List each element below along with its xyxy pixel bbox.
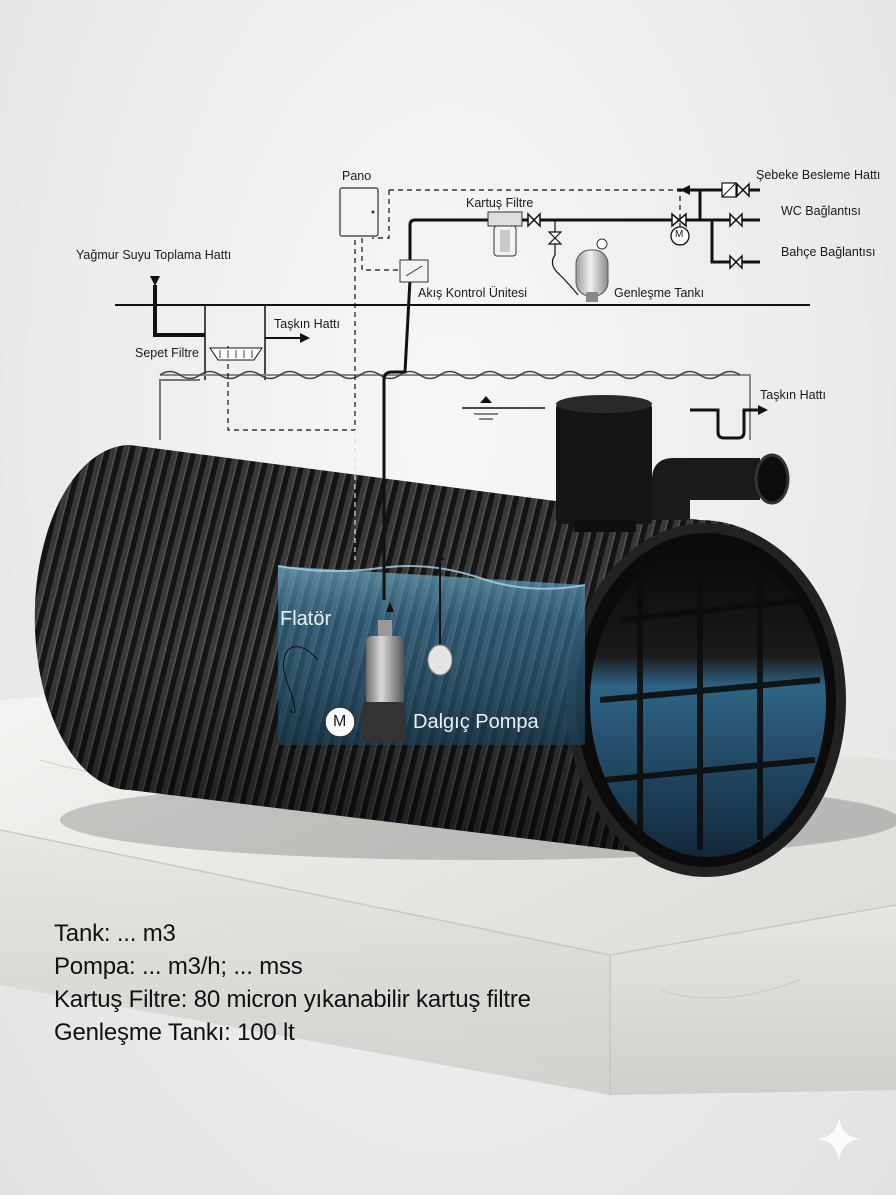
motor-letter-left: M bbox=[333, 713, 347, 730]
label-wc: WC Bağlantısı bbox=[781, 204, 861, 218]
label-sepet: Sepet Filtre bbox=[135, 346, 199, 360]
submersible-pump-icon bbox=[362, 620, 406, 742]
pressure-gauge-icon bbox=[596, 238, 608, 250]
spec-filtre: Kartuş Filtre: 80 micron yıkanabilir kar… bbox=[54, 986, 531, 1013]
valve-icon bbox=[527, 182, 750, 270]
label-pano: Pano bbox=[342, 169, 372, 183]
flow-control-unit bbox=[399, 259, 429, 283]
sparkle-icon bbox=[817, 1117, 861, 1161]
label-genlesme: Genleşme Tankı bbox=[614, 286, 705, 300]
label-sebeke: Şebeke Besleme Hattı bbox=[756, 168, 881, 182]
spec-tank: Tank: ... m3 bbox=[54, 920, 176, 947]
label-yagmur: Yağmur Suyu Toplama Hattı bbox=[76, 248, 232, 262]
motor-icon bbox=[670, 212, 690, 246]
label-taskin-2: Taşkın Hattı bbox=[760, 388, 826, 402]
label-taskin-1: Taşkın Hattı bbox=[274, 317, 340, 331]
cartridge-filter-icon bbox=[487, 211, 523, 257]
schematic-lines bbox=[115, 185, 810, 713]
label-akis: Akış Kontrol Ünitesi bbox=[418, 286, 528, 300]
label-kartus-filtre: Kartuş Filtre bbox=[466, 196, 534, 210]
label-dalgic: Dalgıç Pompa bbox=[413, 711, 539, 733]
electric-panel-icon bbox=[339, 187, 379, 237]
basket-filter-icon bbox=[209, 347, 263, 361]
motor-letter-right: M bbox=[675, 229, 684, 240]
float-switch-icon bbox=[427, 644, 453, 676]
rainwater-tank bbox=[34, 395, 896, 877]
expansion-tank-icon bbox=[575, 249, 609, 302]
label-flator: Flatör bbox=[280, 608, 332, 630]
spec-genlesme: Genleşme Tankı: 100 lt bbox=[54, 1019, 295, 1046]
check-valve-icon bbox=[721, 182, 737, 198]
label-bahce: Bahçe Bağlantısı bbox=[781, 245, 876, 259]
spec-pompa: Pompa: ... m3/h; ... mss bbox=[54, 953, 303, 980]
motor-icon bbox=[324, 706, 356, 738]
